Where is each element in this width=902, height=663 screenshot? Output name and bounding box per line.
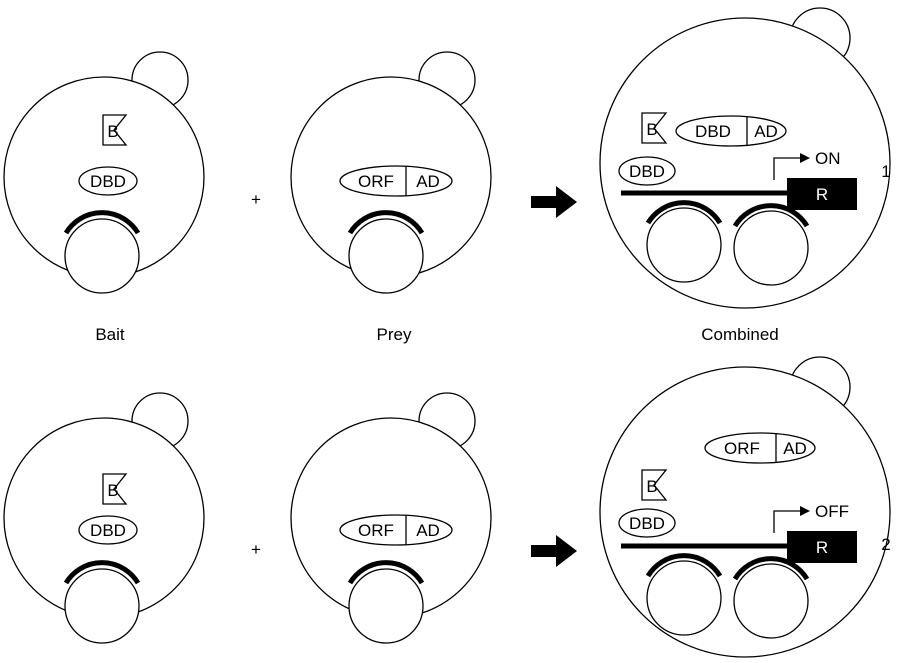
combined-plasmid-left-2 [645,553,723,636]
combined-orf-ad-2: ORF AD [704,432,816,464]
bait-flag-2: B [102,473,128,505]
plus-sign: + [251,190,261,209]
bait-dbd-label: DBD [90,172,126,191]
combined-bait-flag-label: B [646,120,657,139]
combined-ad-label-2: AD [783,439,807,458]
combined-cell-2: ORF AD B DBD R OFF [599,356,891,658]
bait-flag: B [102,114,128,146]
row-number-2: 2 [881,535,890,554]
bait-flag-label-2: B [107,481,118,500]
row-number-1: 1 [881,162,890,181]
combined-bait-flag: B [641,112,668,144]
combined-ad-label: AD [754,122,778,141]
prey-ad-label: AD [416,172,440,191]
prey-orf-label: ORF [358,172,394,191]
off-label: OFF [815,502,849,521]
combined-dbd-bound-label-2: DBD [629,514,665,533]
caption-combined: Combined [701,325,779,344]
bait-cell-2: B DBD [3,392,205,644]
reporter-gene-2: R [787,531,857,563]
bait-cell: B DBD [3,51,205,294]
transcription-off-arrow [773,506,810,533]
combine-arrow-2 [531,535,577,567]
caption-prey: Prey [377,325,412,344]
prey-ad-label-2: AD [416,521,440,540]
reporter-gene: R [787,178,857,210]
bait-plasmid [63,210,141,294]
prey-cell-2: ORF AD [290,392,492,644]
combine-arrow [531,186,577,218]
combined-cell: B DBD AD DBD R ON [599,7,891,309]
row-2: B DBD + ORF AD [3,356,891,658]
on-label: ON [815,149,841,168]
combined-dbd-label: DBD [695,122,731,141]
combined-orf-label-2: ORF [724,439,760,458]
prey-plasmid [347,210,425,294]
bait-plasmid-2 [63,560,141,644]
combined-dbd: DBD [618,156,676,186]
bait-dbd-2: DBD [78,515,138,545]
combined-dbd-2: DBD [618,508,676,538]
prey-orf-ad: ORF AD [339,165,453,197]
prey-cell: ORF AD [290,51,492,294]
bait-dbd: DBD [78,166,138,196]
row-1: B DBD + ORF AD [3,7,891,309]
combined-plasmid-right-2 [732,556,810,639]
plus-sign-2: + [251,540,261,559]
bait-flag-label: B [107,122,118,141]
combined-bait-flag-label-2: B [646,477,657,496]
combined-bait-flag-2: B [641,469,668,501]
prey-orf-ad-2: ORF AD [339,514,453,546]
caption-bait: Bait [95,325,125,344]
reporter-label: R [816,185,828,204]
combined-plasmid-left [645,200,723,283]
prey-plasmid-2 [347,560,425,644]
bait-dbd-label-2: DBD [90,521,126,540]
reporter-label-2: R [816,538,828,557]
transcription-on-arrow [773,153,810,180]
combined-plasmid-right [732,203,810,286]
prey-orf-label-2: ORF [358,521,394,540]
combined-dbd-ad: DBD AD [675,115,787,147]
combined-dbd-bound-label: DBD [629,162,665,181]
